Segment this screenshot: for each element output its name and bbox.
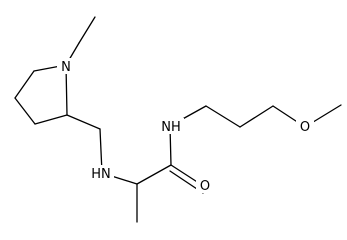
bond-c1-c2 xyxy=(205,105,241,128)
atom-nh-amine: HN xyxy=(91,167,111,182)
atom-o-carbonyl: O xyxy=(200,179,210,194)
atom-o-ether: O xyxy=(300,120,310,135)
bond-c2-c3 xyxy=(239,105,274,128)
atom-nh-amide: NH xyxy=(161,120,181,135)
bond-ring-c2-c3 xyxy=(14,70,35,99)
atom-labels: N HN NH O O xyxy=(61,60,310,194)
bond-calpha-carbonyl xyxy=(136,164,172,185)
structure-svg: N HN NH O O xyxy=(14,16,342,223)
atom-n-ring: N xyxy=(61,60,71,75)
molecule-structure-diagram: N HN NH O O xyxy=(14,16,342,223)
bond-ring-c4-c5 xyxy=(34,114,68,125)
bond-ethyl-ch3 xyxy=(78,16,96,44)
atom-label-masks xyxy=(57,58,314,193)
bond-ring-c3-c4 xyxy=(14,97,36,125)
bond-ring-ch2 xyxy=(66,114,101,130)
